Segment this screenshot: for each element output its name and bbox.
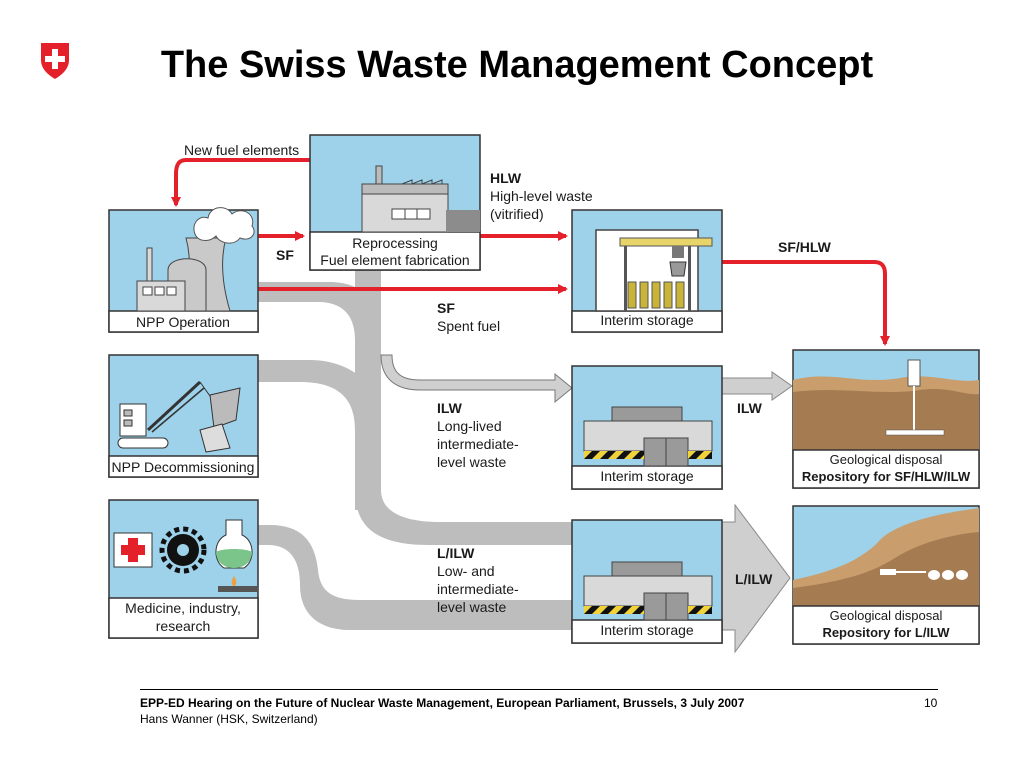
interim-storage-lilw-box: Interim storage bbox=[571, 519, 723, 644]
repository-deep-line1: Geological disposal bbox=[830, 452, 943, 467]
red-flow-arrows bbox=[171, 158, 890, 346]
npp-operation-box: NPP Operation bbox=[108, 207, 259, 333]
repository-sf-hlw-ilw-box: Geological disposal Repository for SF/HL… bbox=[792, 349, 980, 489]
reprocessing-label-line1: Reprocessing bbox=[352, 235, 438, 251]
new-fuel-elements-label: New fuel elements bbox=[184, 142, 299, 158]
npp-decommissioning-box: NPP Decommissioning bbox=[108, 354, 259, 478]
gray-flow-streams bbox=[258, 270, 793, 654]
hlw-code-label: HLW bbox=[490, 170, 522, 186]
sf-hlw-label: SF/HLW bbox=[778, 239, 832, 255]
sf-desc-line1: Spent fuel bbox=[437, 318, 500, 334]
page-title: The Swiss Waste Management Concept bbox=[160, 44, 874, 86]
repository-lilw-box: Geological disposal Repository for L/ILW bbox=[792, 505, 980, 645]
interim-storage-label-1: Interim storage bbox=[600, 312, 694, 328]
repository-deep-line2: Repository for SF/HLW/ILW bbox=[802, 469, 971, 484]
lilw-desc-line3: level waste bbox=[437, 599, 506, 615]
lilw-code-label: L/ILW bbox=[437, 545, 475, 561]
lilw-desc-line2: intermediate- bbox=[437, 581, 519, 597]
page-number: 10 bbox=[924, 696, 938, 710]
npp-operation-label: NPP Operation bbox=[136, 314, 230, 330]
interim-storage-label-3: Interim storage bbox=[600, 622, 694, 638]
ilw-desc-line1: Long-lived bbox=[437, 418, 502, 434]
footer-divider bbox=[140, 689, 938, 690]
interim-storage-label-2: Interim storage bbox=[600, 468, 694, 484]
footer-event: EPP-ED Hearing on the Future of Nuclear … bbox=[140, 696, 745, 710]
ilw-code-label: ILW bbox=[437, 400, 463, 416]
ilw-desc-line2: intermediate- bbox=[437, 436, 519, 452]
footer-author: Hans Wanner (HSK, Switzerland) bbox=[140, 712, 318, 726]
medicine-industry-box: Medicine, industry, research bbox=[108, 499, 259, 639]
sf-code-label: SF bbox=[437, 300, 455, 316]
medicine-label-line1: Medicine, industry, bbox=[125, 600, 241, 616]
swiss-cross-shield-icon bbox=[41, 43, 69, 79]
hlw-desc-line2: (vitrified) bbox=[490, 206, 544, 222]
reprocessing-box: Reprocessing Fuel element fabrication bbox=[309, 134, 481, 271]
ilw-desc-line3: level waste bbox=[437, 454, 506, 470]
sf-short-label: SF bbox=[276, 247, 294, 263]
reprocessing-label-line2: Fuel element fabrication bbox=[320, 252, 469, 268]
repository-shallow-line1: Geological disposal bbox=[830, 608, 943, 623]
npp-decommissioning-label: NPP Decommissioning bbox=[112, 459, 255, 475]
interim-storage-ilw-box: Interim storage bbox=[571, 365, 723, 490]
flow-labels: New fuel elements SF HLW High-level wast… bbox=[184, 142, 832, 615]
hlw-desc-line1: High-level waste bbox=[490, 188, 593, 204]
lilw-desc-line1: Low- and bbox=[437, 563, 495, 579]
repository-shallow-line2: Repository for L/ILW bbox=[822, 625, 950, 640]
lilw-short-label: L/ILW bbox=[735, 571, 773, 587]
ilw-short-label: ILW bbox=[737, 400, 763, 416]
medicine-label-line2: research bbox=[156, 618, 210, 634]
interim-storage-hlw-box: Interim storage bbox=[571, 209, 723, 333]
